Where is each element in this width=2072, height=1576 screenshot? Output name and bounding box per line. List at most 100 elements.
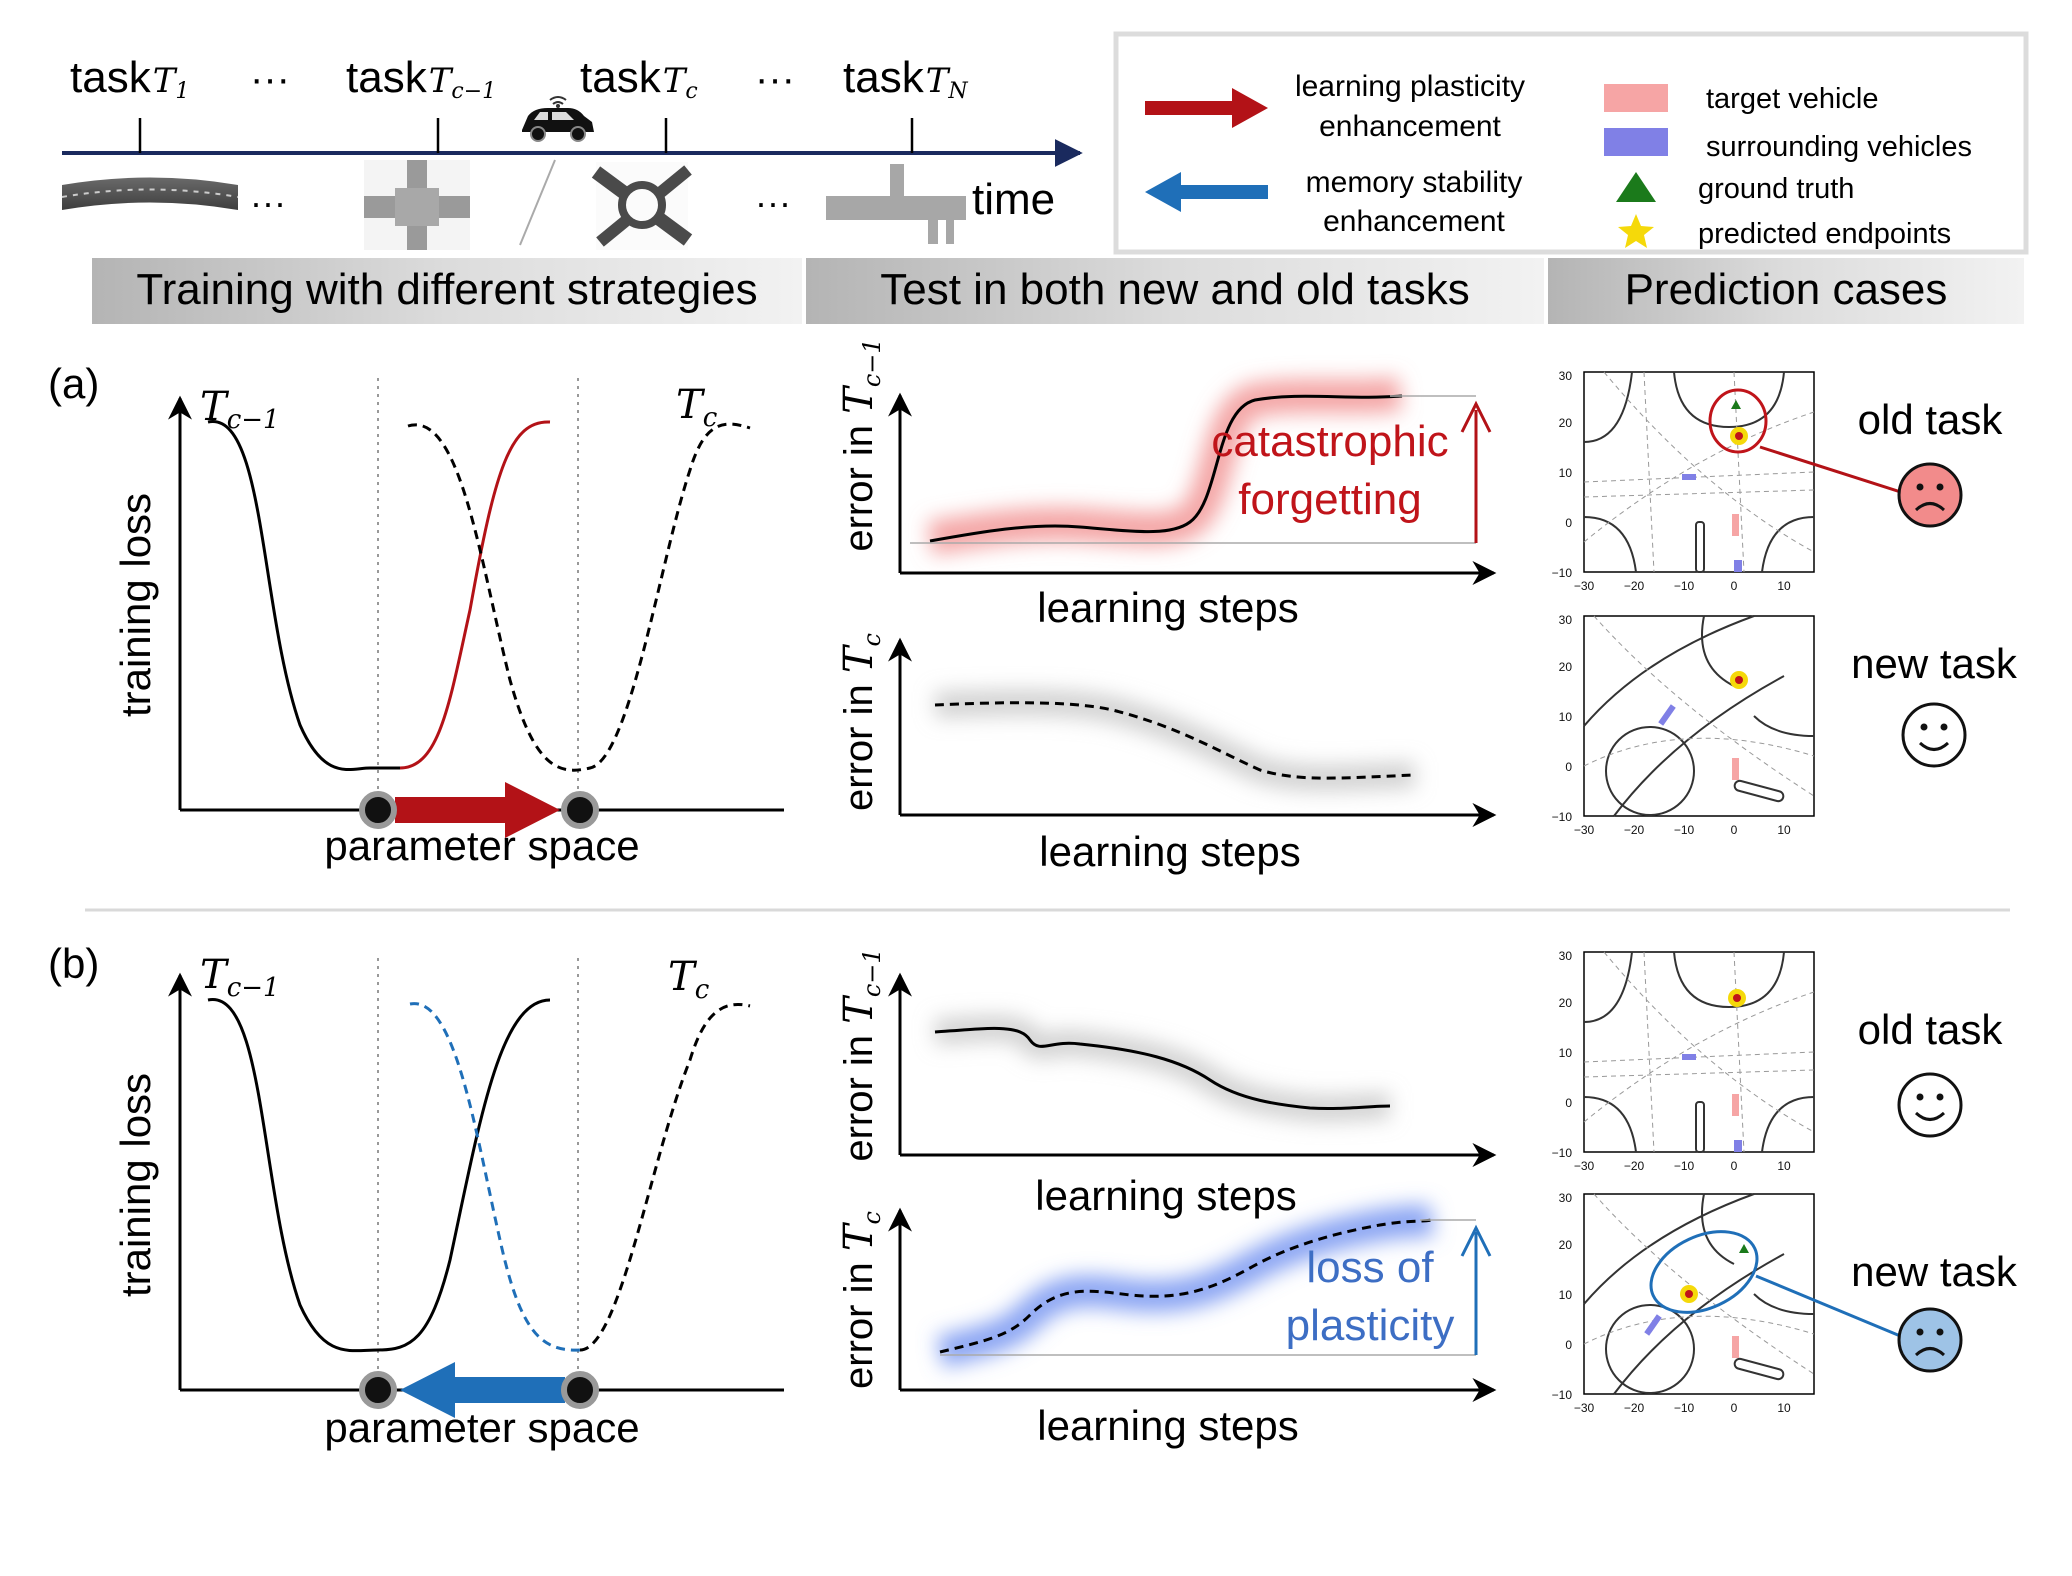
sad-face-icon — [1897, 1307, 1963, 1373]
svg-text:30: 30 — [1559, 613, 1573, 627]
svg-text:20: 20 — [1559, 660, 1573, 674]
legend-plasticity: learning plasticity enhancement — [1145, 70, 1525, 143]
svg-text:−30: −30 — [1574, 823, 1595, 837]
svg-text:−10: −10 — [1552, 810, 1573, 824]
ellipsis-2: ··· — [755, 57, 795, 101]
panel-b-error-old-task: error in Tc−1 learning steps — [836, 948, 1497, 1219]
svg-text:10: 10 — [1777, 823, 1791, 837]
section-banners: Training with different strategies Test … — [92, 258, 2024, 324]
svg-text:−10: −10 — [1552, 566, 1573, 580]
forgetting-annotation-line2: forgetting — [1238, 475, 1421, 524]
panel-b-loss-plot: Tc−1 Tc training loss parameter space — [112, 952, 784, 1451]
car-pointer — [519, 159, 556, 246]
task-label-c: taskTc — [580, 53, 698, 104]
svg-text:20: 20 — [1559, 416, 1573, 430]
ellipsis-1: ··· — [250, 57, 290, 101]
svg-text:−30: −30 — [1574, 579, 1595, 593]
road-thumbnail-1 — [61, 177, 239, 210]
panel-b-right-task: Tc — [668, 954, 710, 1005]
panel-b-error-new-xlabel: learning steps — [1037, 1402, 1299, 1449]
svg-text:−30: −30 — [1574, 1159, 1595, 1173]
param-point-new — [561, 1371, 599, 1409]
panel-a-callout-line — [1759, 445, 1911, 497]
legend-stability: memory stability enhancement — [1145, 166, 1522, 238]
banner-test: Test in both new and old tasks — [880, 265, 1469, 314]
panel-b-error-old-xlabel: learning steps — [1035, 1172, 1297, 1219]
panel-a-direction-arrow — [395, 782, 560, 838]
plasticity-annotation-line2: plasticity — [1286, 1301, 1455, 1350]
task-label-c-minus-1: taskTc−1 — [346, 53, 496, 104]
panel-a-error-old-task: catastrophic forgetting error in Tc−1 le… — [836, 338, 1497, 631]
banner-prediction: Prediction cases — [1625, 265, 1948, 314]
panel-a-left-task: Tc−1 — [200, 384, 280, 435]
legend: learning plasticity enhancement memory s… — [1113, 31, 2029, 255]
panel-b-error-new-ylabel: error in Tc — [836, 1211, 886, 1389]
svg-text:0: 0 — [1565, 516, 1572, 530]
svg-text:0: 0 — [1731, 1159, 1738, 1173]
svg-text:10: 10 — [1559, 710, 1573, 724]
timeline: taskT1 ··· taskTc−1 taskTc ··· taskTN ··… — [61, 53, 1083, 250]
plasticity-annotation-line1: loss of — [1306, 1243, 1434, 1292]
star-icon — [1618, 214, 1654, 248]
panel-a-map-new: −10 0 10 20 30 −30 −20 −10 0 10 — [1552, 613, 1815, 837]
svg-text:10: 10 — [1777, 1159, 1791, 1173]
legend-stability-line1: memory stability — [1306, 166, 1523, 199]
new-task-loss-curve — [407, 422, 751, 772]
happy-face-icon — [1897, 1072, 1963, 1138]
updated-loss-curve-red — [399, 420, 551, 770]
panel-b-ylabel: training loss — [112, 1073, 159, 1297]
panel-b-case-old-label: old task — [1858, 1006, 2004, 1053]
panel-b-map-old: −10 0 10 20 30 −30 −20 −10 0 10 — [1552, 949, 1815, 1173]
svg-text:10: 10 — [1777, 579, 1791, 593]
road-thumbnail-4 — [826, 164, 966, 244]
svg-text:−10: −10 — [1674, 579, 1695, 593]
svg-text:10: 10 — [1559, 1288, 1573, 1302]
panel-a-xlabel: parameter space — [324, 822, 639, 869]
legend-predicted: predicted endpoints — [1698, 218, 1951, 250]
old-task-loss-curve — [207, 420, 400, 771]
svg-text:−20: −20 — [1624, 1159, 1645, 1173]
legend-ground-truth: ground truth — [1698, 173, 1854, 205]
svg-text:0: 0 — [1565, 1338, 1572, 1352]
legend-stability-line2: enhancement — [1323, 205, 1505, 238]
old-task-loss-curve — [207, 998, 551, 1353]
svg-text:30: 30 — [1559, 1191, 1573, 1205]
road-thumbnail-3 — [591, 162, 693, 250]
banner-training: Training with different strategies — [136, 265, 757, 314]
panel-b-xlabel: parameter space — [324, 1404, 639, 1451]
svg-text:−30: −30 — [1574, 1401, 1595, 1415]
panel-a: (a) Tc−1 Tc training loss parameter spac… — [48, 338, 2018, 875]
legend-plasticity-line2: enhancement — [1319, 110, 1501, 143]
red-arrow-icon — [1145, 88, 1268, 128]
legend-plasticity-line1: learning plasticity — [1295, 70, 1525, 103]
svg-text:10: 10 — [1559, 1046, 1573, 1060]
panel-a-error-new-ylabel: error in Tc — [836, 633, 886, 811]
svg-text:0: 0 — [1731, 823, 1738, 837]
new-task-loss-curve — [579, 1002, 751, 1352]
error-curve-rising — [929, 394, 1403, 543]
legend-box — [1113, 31, 2029, 255]
time-label: time — [972, 175, 1055, 224]
svg-text:30: 30 — [1559, 369, 1573, 383]
panel-a-case-new-label: new task — [1851, 640, 2018, 687]
panel-b-label: (b) — [48, 940, 99, 987]
task-label-1: taskT1 — [70, 53, 189, 104]
svg-text:0: 0 — [1731, 1401, 1738, 1415]
param-point-old — [359, 791, 397, 829]
panel-a-loss-plot: Tc−1 Tc training loss parameter space — [112, 378, 784, 869]
triangle-icon — [1616, 172, 1656, 202]
svg-text:0: 0 — [1565, 1096, 1572, 1110]
panel-b-map-new: −10 0 10 20 30 −30 −20 −10 0 10 — [1552, 1191, 1815, 1415]
sad-face-icon — [1897, 462, 1963, 528]
svg-text:20: 20 — [1559, 996, 1573, 1010]
svg-text:−20: −20 — [1624, 1401, 1645, 1415]
svg-text:20: 20 — [1559, 1238, 1573, 1252]
task-label-n: taskTN — [843, 53, 968, 104]
blue-arrow-icon — [1145, 172, 1268, 212]
svg-text:−10: −10 — [1674, 823, 1695, 837]
panel-a-error-old-ylabel: error in Tc−1 — [836, 338, 886, 551]
panel-b-left-task: Tc−1 — [200, 952, 280, 1003]
panel-b-callout-line — [1755, 1274, 1911, 1342]
svg-text:−10: −10 — [1552, 1388, 1573, 1402]
